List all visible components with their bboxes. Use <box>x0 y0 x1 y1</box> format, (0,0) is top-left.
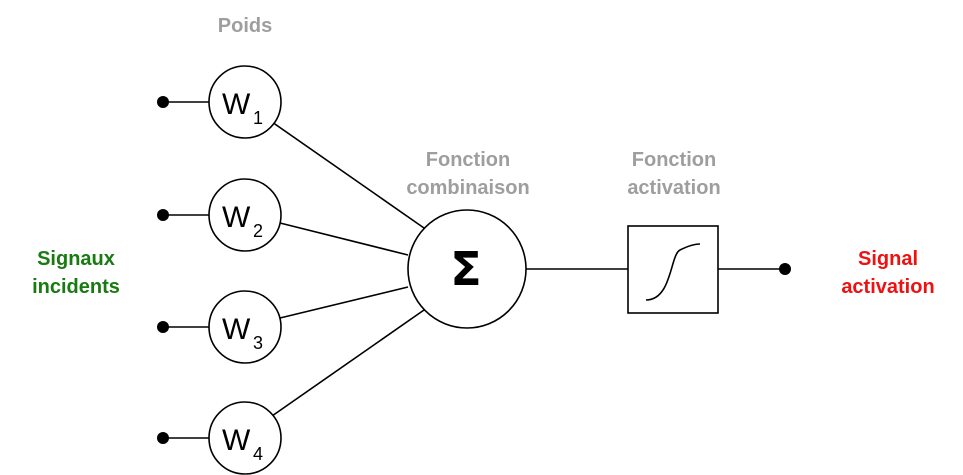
inputs-label-line2: incidents <box>32 276 120 298</box>
input-dot <box>157 96 169 108</box>
weight-circle <box>208 178 282 252</box>
input-1 <box>157 96 209 108</box>
combination-label-line1: Fonction <box>426 149 510 171</box>
activation-label-line2: activation <box>627 177 720 199</box>
input-2 <box>157 209 209 221</box>
weight-index: 3 <box>253 333 263 353</box>
connection-w1-sum <box>271 121 425 229</box>
weight-letter: W <box>222 424 251 457</box>
weight-letter: W <box>222 88 251 121</box>
connection-w2-sum <box>279 222 409 256</box>
weight-node-3: W 3 <box>208 290 282 364</box>
output-label-line2: activation <box>841 276 934 298</box>
activation-function-box <box>627 225 719 314</box>
input-signals-label: Signaux incidents <box>32 248 120 298</box>
sigmoid-curve-icon <box>645 243 701 301</box>
sigma-icon: Σ <box>450 242 481 296</box>
weight-index: 1 <box>253 108 263 128</box>
weight-node-2: W 2 <box>208 178 282 252</box>
combination-function-label: Fonction combinaison <box>406 149 529 199</box>
connection-w3-sum <box>279 286 409 319</box>
weight-circle <box>208 401 282 475</box>
input-dot <box>157 209 169 221</box>
weight-letter: W <box>222 201 251 234</box>
weight-node-1: W 1 <box>208 65 282 139</box>
input-dot <box>157 432 169 444</box>
weight-index: 4 <box>253 444 263 464</box>
activation-label-line1: Fonction <box>632 149 716 171</box>
activation-function-label: Fonction activation <box>627 149 720 199</box>
input-3 <box>157 321 209 333</box>
activation-box <box>627 225 719 314</box>
weight-index: 2 <box>253 221 263 241</box>
input-dot <box>157 321 169 333</box>
output-label-line1: Signal <box>858 248 918 270</box>
summation-node: Σ <box>407 209 527 329</box>
connection-w4-sum <box>271 309 425 417</box>
weight-letter: W <box>222 313 251 346</box>
output-signal-label: Signal activation <box>841 248 934 298</box>
combination-label-line2: combinaison <box>406 177 529 199</box>
weights-heading: Poids <box>218 15 272 37</box>
input-4 <box>157 432 209 444</box>
weight-node-4: W 4 <box>208 401 282 475</box>
weight-circle <box>208 290 282 364</box>
output-dot <box>779 263 791 275</box>
weight-circle <box>208 65 282 139</box>
inputs-label-line1: Signaux <box>37 248 115 270</box>
